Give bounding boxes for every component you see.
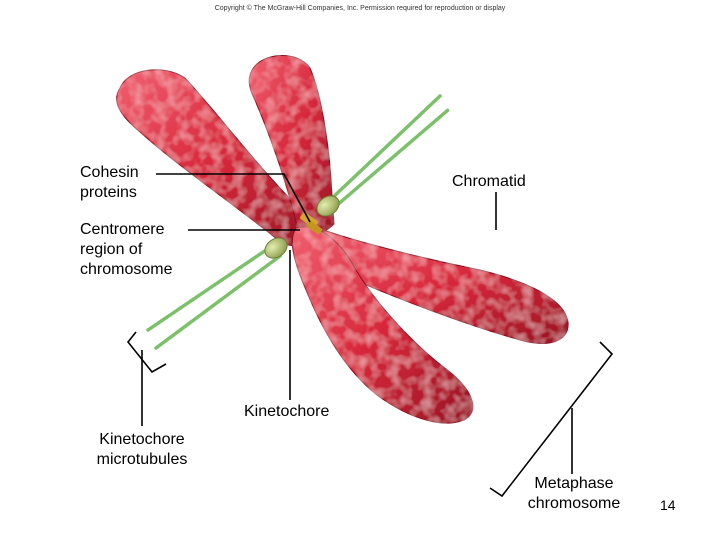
label-centromere: Centromere region of chromosome bbox=[80, 220, 172, 280]
label-mc-text: Metaphase chromosome bbox=[527, 475, 621, 512]
kinetochore-lower bbox=[264, 237, 288, 259]
bracket-kinetochore-microtubules bbox=[126, 331, 167, 374]
label-kinetochore: Kinetochore bbox=[244, 403, 330, 420]
label-metaphase-chromosome: Metaphase chromosome bbox=[508, 474, 640, 514]
label-kinetochore-microtubules: Kinetochore microtubules bbox=[82, 430, 202, 470]
page-number: 14 bbox=[660, 497, 676, 513]
label-cohesin-proteins: Cohesin proteins bbox=[80, 163, 139, 203]
chromatid-front-lower bbox=[291, 226, 474, 424]
label-chromatid: Chromatid bbox=[452, 173, 526, 190]
label-centromere-text: Centromere region of chromosome bbox=[80, 221, 173, 278]
copyright-notice: Copyright © The McGraw-Hill Companies, I… bbox=[214, 5, 506, 12]
microtubules-lower bbox=[146, 244, 282, 350]
leader-cohesin bbox=[156, 173, 311, 223]
label-km-text: Kinetochore microtubules bbox=[96, 431, 188, 468]
kinetochore-upper bbox=[316, 195, 340, 217]
microtubules-upper bbox=[328, 94, 450, 208]
bracket-metaphase bbox=[489, 341, 614, 498]
label-cohesin-text: Cohesin proteins bbox=[80, 164, 139, 201]
